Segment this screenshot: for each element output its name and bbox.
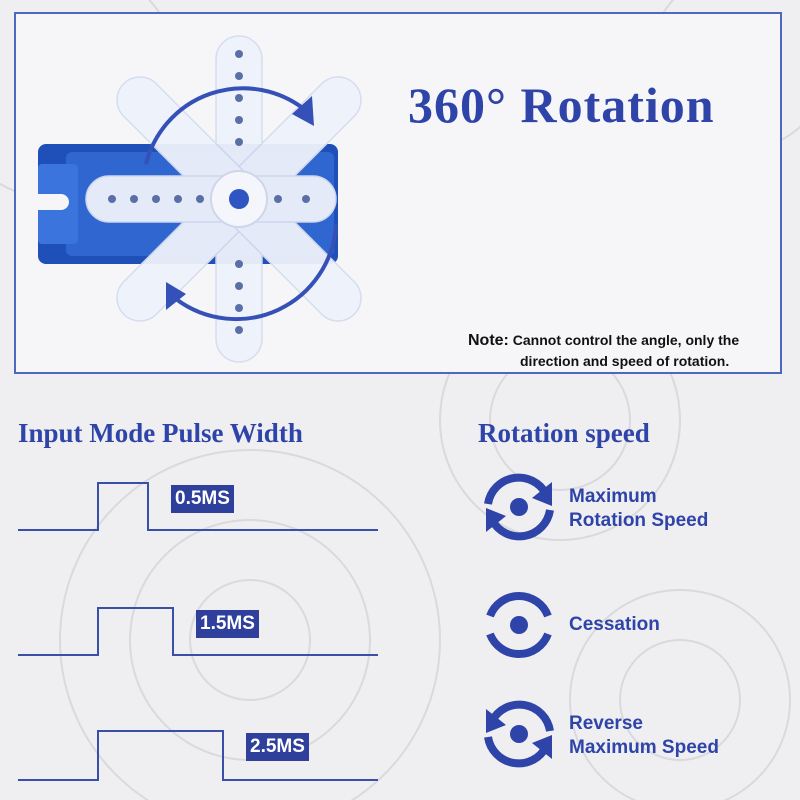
pulse-wave-1-5ms — [18, 607, 378, 656]
stopped-rotation-icon — [486, 592, 552, 658]
pulse-label-0-5ms: 0.5MS — [171, 485, 234, 513]
servo-rotation-panel: 360° Rotation Note: Cannot control the a… — [14, 12, 782, 374]
page-title: 360° Rotation — [408, 77, 715, 133]
pulse-wave-0-5ms — [18, 482, 378, 531]
note-line-1: Cannot control the angle, only the — [512, 332, 740, 348]
speed-label-maximum: Maximum Rotation Speed — [569, 485, 708, 533]
counterclockwise-rotation-icon — [484, 700, 554, 768]
note-label: Note: — [468, 332, 509, 349]
speed-label-line-2: Rotation Speed — [569, 510, 709, 531]
note-line-2: direction and speed of rotation. — [520, 353, 730, 369]
clockwise-rotation-icon — [484, 473, 554, 541]
pulse-label-1-5ms: 1.5MS — [196, 610, 259, 638]
speed-label-reverse: Reverse Maximum Speed — [569, 712, 719, 760]
speed-label-cessation: Cessation — [569, 613, 660, 637]
servo-motor-illustration — [38, 35, 362, 363]
speed-label-line-2: Maximum Speed — [569, 737, 719, 758]
speed-label-line-1: Reverse — [569, 713, 643, 734]
pulse-label-2-5ms: 2.5MS — [246, 733, 309, 761]
rotation-speed-section-title: Rotation speed — [478, 418, 650, 448]
pulse-width-section-title: Input Mode Pulse Width — [18, 418, 303, 448]
speed-label-line-1: Maximum — [569, 486, 657, 507]
note-text: Note: Cannot control the angle, only the… — [468, 330, 739, 372]
speed-label-line-1: Cessation — [569, 614, 660, 635]
pulse-wave-2-5ms — [18, 730, 378, 781]
